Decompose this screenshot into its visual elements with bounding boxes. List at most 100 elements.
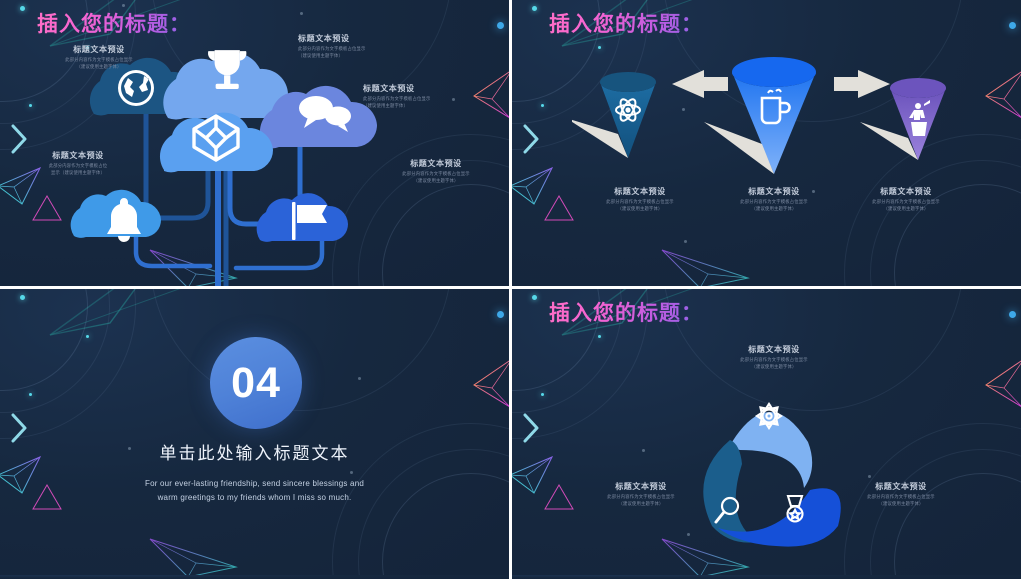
caption-heading: 标题文本预设 [748,345,800,354]
star-dot [868,475,871,478]
caption-line-1: 此部分内容作为文字模板占位显示 [363,96,431,101]
caption-line-1: 此部分内容作为文字模板占位显示 [867,494,935,499]
star-dot [598,335,601,338]
triquetra-diagram [703,401,841,547]
star-dot [86,335,89,338]
petal-caption-block: 标题文本预设 此部分内容作为文字模板占位显示 （建议使用主题字体） [842,481,960,507]
star-dot [812,190,815,193]
next-slide-chevron-icon[interactable] [520,411,542,445]
cone-caption-block: 标题文本预设 此部分内容作为文字模板占位显示 （建议使用主题字体） [846,186,966,212]
caption-block: 标题文本预设 此部分内容作为文字模板占位显示 （建议使用主题字体） [363,83,485,109]
arrow-left-icon [834,70,890,98]
cone-atom [572,72,656,158]
caption-line-1: 此部分内容作为文字模板占位显示 [606,199,674,204]
cloud-node-chat [259,85,378,149]
petal-caption-block: 标题文本预设 此部分内容作为文字模板占位显示 （建议使用主题字体） [582,481,700,507]
slide-thumbnail-partial[interactable] [0,575,509,579]
caption-line-1: 此部分内容作为文字模板占位显示 [740,199,808,204]
petal-caption-block: 标题文本预设 此部分内容作为文字模板占位显示 （建议使用主题字体） [709,344,839,370]
next-slide-chevron-icon[interactable] [8,122,30,156]
slide-thumbnail-partial[interactable] [512,575,1021,579]
slide-title: 插入您的标题： [37,8,191,38]
ring-decor [150,289,452,411]
cloud-node-bell [70,189,162,242]
caption-heading: 标题文本预设 [73,45,125,54]
next-slide-chevron-icon[interactable] [520,122,542,156]
star-dot [29,393,32,396]
wireframe-triangle-decor [512,456,554,494]
caption-line-2: （建议使用主题字体） [878,501,924,506]
section-title-cn: 单击此处输入标题文本 [159,444,350,463]
star-dot [682,108,685,111]
caption-heading: 标题文本预设 [875,482,927,491]
star-dot [300,12,303,15]
caption-line-1: 此部分内容作为文字模板占位显示 [402,171,470,176]
caption-line-2: （建议使用主题字体） [76,64,122,69]
slide-title: 插入您的标题： [549,297,703,327]
cone-caption-block: 标题文本预设 此部分内容作为文字模板占位显示 （建议使用主题字体） [580,186,700,212]
wireframe-triangle-decor [985,360,1021,407]
star-dot [598,46,601,49]
slide-thumbnail-cones[interactable]: 插入您的标题： 标题文本预设 此部分内容作为文字模板占位显示 （建议使用主题字体… [512,0,1021,286]
caption-heading: 标题文本预设 [615,482,667,491]
cone-podium [860,78,946,160]
cloud-node-trophy [163,50,289,120]
cone-mug [704,57,816,174]
caption-line-2: （建议使用主题字体） [751,364,797,369]
star-dot [20,6,25,11]
wireframe-triangle-decor [985,71,1021,118]
caption-line-2: （建议使用主题字体） [883,206,929,211]
light-beam-decor [49,289,181,336]
caption-line-2: （建议使用主题字体） [617,206,663,211]
caption-block: 标题文本预设 此部分内容作为文字模板占位 显示（建议使用主题字体） [20,150,136,176]
star-dot [532,295,537,300]
cones-diagram [572,57,946,174]
section-number-badge: 04 [210,337,302,429]
cloud-tree-diagram [70,50,378,286]
caption-heading: 标题文本预设 [614,187,666,196]
star-dot [684,240,687,243]
caption-heading: 标题文本预设 [363,84,415,93]
star-dot [541,393,544,396]
caption-block: 标题文本预设 此部分内容作为文字模板占位显示 （建议使用主题字体） [378,158,494,184]
ring-decor [358,449,509,575]
caption-heading: 标题文本预设 [410,159,462,168]
star-dot [497,311,504,318]
section-body-line-1: For our ever-lasting friendship, send si… [144,479,365,488]
cone-caption-block: 标题文本预设 此部分内容作为文字模板占位显示 （建议使用主题字体） [714,186,834,212]
slide-thumbnail-section-divider[interactable]: 04 单击此处输入标题文本 For our ever-lasting frien… [0,289,509,575]
caption-line-2: （建议使用主题字体） [618,501,664,506]
petal-magnifier [703,440,758,543]
caption-heading: 标题文本预设 [748,187,800,196]
star-dot [1009,311,1016,318]
caption-line-2: （建议使用主题字体） [413,178,459,183]
ring-decor [382,184,509,286]
star-dot [642,449,645,452]
star-dot [541,104,544,107]
star-dot [532,6,537,11]
petal-gear [732,401,813,488]
slide-thumbnail-cloud-tree[interactable]: 插入您的标题： 标题文本预设 此部分内容作为文字模板占位显示 （建议使用主题字体… [0,0,509,286]
wireframe-triangle-decor [544,195,574,221]
caption-block: 标题文本预设 此部分内容作为文字模板占位显示 （建议使用主题字体） [40,44,158,70]
ring-decor [0,289,88,391]
caption-line-1: 此部分内容作为文字模板占位显示 [740,357,808,362]
cloud-node-cube [159,112,274,173]
caption-line-2: （建议使用主题字体） [363,103,408,108]
caption-heading: 标题文本预设 [298,34,350,43]
star-dot [358,377,361,380]
ring-decor [870,449,1021,575]
ring-decor [870,160,1021,286]
wireframe-triangle-decor [149,538,238,575]
next-slide-chevron-icon[interactable] [8,411,30,445]
caption-line-1: 此部分内容作为文字模板占位显示 [872,199,940,204]
caption-line-2: （建议使用主题字体） [751,206,797,211]
slide-thumbnail-triquetra[interactable]: 插入您的标题： 标题文本预设 此部分内容作为文字模板占位显示 （建议使用主题字体… [512,289,1021,575]
caption-line-1: 此部分内容作为文字模板占位显示 [65,57,133,62]
star-dot [687,533,690,536]
wireframe-triangle-decor [512,167,554,205]
slide-title: 插入您的标题： [549,8,703,38]
caption-line-2: （建议使用主题字体） [298,53,343,58]
star-dot [122,4,125,7]
